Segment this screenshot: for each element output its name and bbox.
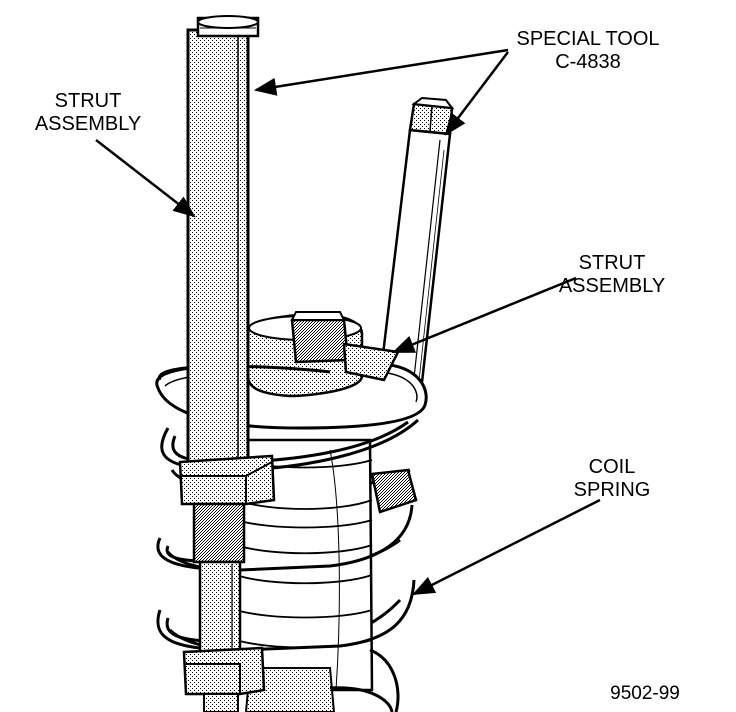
label-coil-spring: COIL SPRING [570,456,654,502]
label-strut-assembly-right: STRUT ASSEMBLY [554,252,670,298]
label-strut-assembly-right-line1: STRUT [578,252,646,274]
clamp-jaw-right [370,468,418,514]
label-coil-spring-line1: COIL [588,456,636,478]
leader-coil-spring [411,498,601,596]
leader-special-tool-right [444,51,509,136]
label-strut-assembly-left-line1: STRUT [54,90,122,112]
label-special-tool-line1: SPECIAL TOOL [516,28,660,50]
leader-strut-assembly-left [95,139,196,218]
label-special-tool: SPECIAL TOOL C-4838 [508,28,668,74]
leader-strut-assembly-right [391,276,577,354]
leader-lines [95,48,601,596]
label-strut-assembly-right-line2: ASSEMBLY [558,275,666,297]
compressor-rod-right [376,96,455,402]
leader-special-tool-left [253,48,509,96]
label-special-tool-line2: C-4838 [555,51,621,73]
label-strut-assembly-left-line2: ASSEMBLY [34,113,142,135]
label-coil-spring-line2: SPRING [573,479,651,501]
label-strut-assembly-left: STRUT ASSEMBLY [28,90,148,136]
figure-number: 9502-99 [610,683,680,704]
compressor-rod-left [178,15,276,712]
